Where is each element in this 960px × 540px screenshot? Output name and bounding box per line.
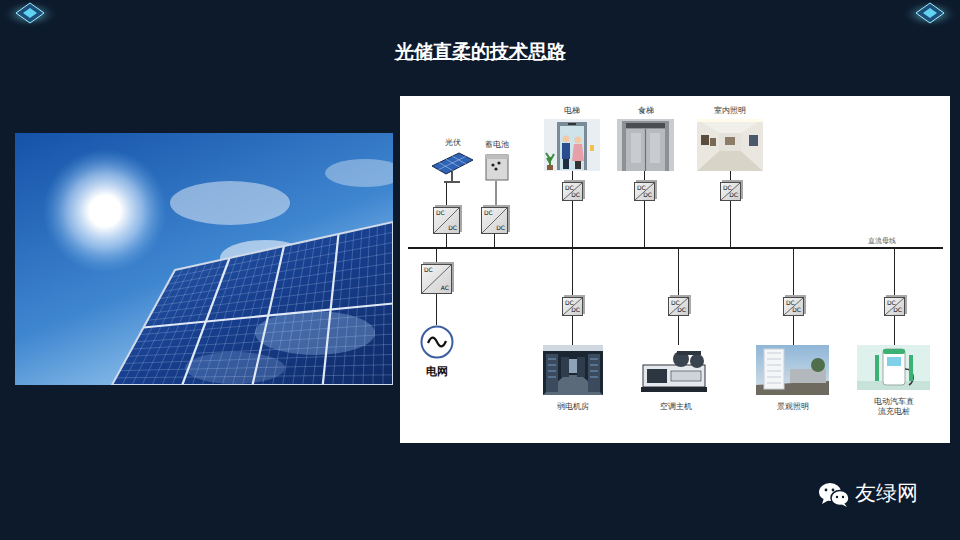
landscape-lighting: 景观照明 xyxy=(756,345,829,412)
wire xyxy=(436,249,437,264)
converter-box: DC DC xyxy=(481,207,508,234)
pv-panel: 光伏 xyxy=(430,138,475,183)
converter-box: DCDC xyxy=(562,297,583,316)
converter-in-label: DC xyxy=(637,185,646,191)
device-label: 室内照明 xyxy=(714,106,746,116)
converter-box: DC DC xyxy=(433,207,460,234)
converter-box: DC AC xyxy=(421,264,452,294)
wechat-icon xyxy=(818,482,850,508)
device-label: 弱电机房 xyxy=(557,402,589,412)
wire xyxy=(572,201,573,247)
device-label: 食梯 xyxy=(638,106,654,116)
device-label: 电梯 xyxy=(564,106,580,116)
converter-in-label: DC xyxy=(887,300,896,306)
wire xyxy=(793,249,794,297)
wire xyxy=(730,201,731,247)
wire xyxy=(436,294,437,325)
converter-out-label: DC xyxy=(792,307,801,313)
pv-panel-icon xyxy=(430,151,475,183)
food-elevator-icon xyxy=(617,119,674,171)
wire xyxy=(678,249,679,297)
corner-chip xyxy=(0,0,60,32)
cell-line xyxy=(144,304,394,328)
battery-icon xyxy=(484,153,510,181)
chiller-icon xyxy=(637,345,715,395)
ev-charger: 电动汽车直 流充电桩 xyxy=(857,345,930,417)
chiller: 空调主机 xyxy=(637,345,715,412)
watermark: 友绿网 xyxy=(855,480,918,506)
wire xyxy=(894,249,895,297)
grid-label: 电网 xyxy=(426,365,448,378)
converter-in-label: DC xyxy=(671,300,680,306)
wire xyxy=(730,171,731,182)
wire xyxy=(644,201,645,247)
converter-box: DCDC xyxy=(668,297,689,316)
landscape-lighting-icon xyxy=(756,345,829,395)
converter-in-label: DC xyxy=(436,210,445,216)
converter-in-label: DC xyxy=(565,300,574,306)
device-label: 电动汽车直 流充电桩 xyxy=(872,397,916,417)
device-label: 空调主机 xyxy=(660,402,692,412)
converter-out-label: DC xyxy=(643,192,652,198)
elevator-icon xyxy=(544,119,600,171)
indoor-lighting-icon xyxy=(697,119,763,171)
wire xyxy=(644,171,645,182)
elevator: 电梯 xyxy=(544,106,600,171)
converter-out-label: DC xyxy=(729,192,738,198)
solar-photo xyxy=(15,133,393,385)
server-room-icon xyxy=(543,345,603,395)
device-label: 蓄电池 xyxy=(485,140,509,150)
wire xyxy=(446,234,447,247)
converter-box: DCDC xyxy=(720,182,741,201)
bus-label: 直流母线 xyxy=(868,237,896,245)
wire xyxy=(678,316,679,345)
device-label: 光伏 xyxy=(445,138,461,148)
wire xyxy=(572,316,573,345)
device-label: 景观照明 xyxy=(777,402,809,412)
converter-out-label: DC xyxy=(571,307,580,313)
converter-out-label: DC xyxy=(448,225,457,231)
corner-chip xyxy=(900,0,960,32)
battery: 蓄电池 xyxy=(484,140,510,181)
converter-box: DCDC xyxy=(562,182,583,201)
wire xyxy=(494,234,495,247)
converter-in-label: DC xyxy=(424,267,433,273)
converter-out-label: DC xyxy=(893,307,902,313)
converter-in-label: DC xyxy=(723,185,732,191)
converter-in-label: DC xyxy=(565,185,574,191)
wire xyxy=(496,181,497,207)
converter-box: DCDC xyxy=(783,297,804,316)
converter-box: DCDC xyxy=(634,182,655,201)
converter-out-label: DC xyxy=(496,225,505,231)
food-elevator: 食梯 xyxy=(617,106,674,171)
converter-out-label: DC xyxy=(571,192,580,198)
server-room: 弱电机房 xyxy=(543,345,603,412)
wire xyxy=(894,316,895,345)
converter-in-label: DC xyxy=(786,300,795,306)
power-grid: 电网 xyxy=(420,325,454,378)
wire xyxy=(572,249,573,297)
wire xyxy=(572,171,573,182)
wire xyxy=(446,183,447,207)
page-title: 光储直柔的技术思路 xyxy=(0,38,960,64)
ev-charger-icon xyxy=(857,345,930,390)
converter-out-label: DC xyxy=(677,307,686,313)
dc-bus: 直流母线 xyxy=(408,247,943,249)
indoor-lighting: 室内照明 xyxy=(697,106,763,171)
power-grid-icon xyxy=(420,325,454,359)
converter-out-label: AC xyxy=(441,285,449,291)
wire xyxy=(793,316,794,345)
converter-in-label: DC xyxy=(484,210,493,216)
converter-box: DCDC xyxy=(884,297,905,316)
